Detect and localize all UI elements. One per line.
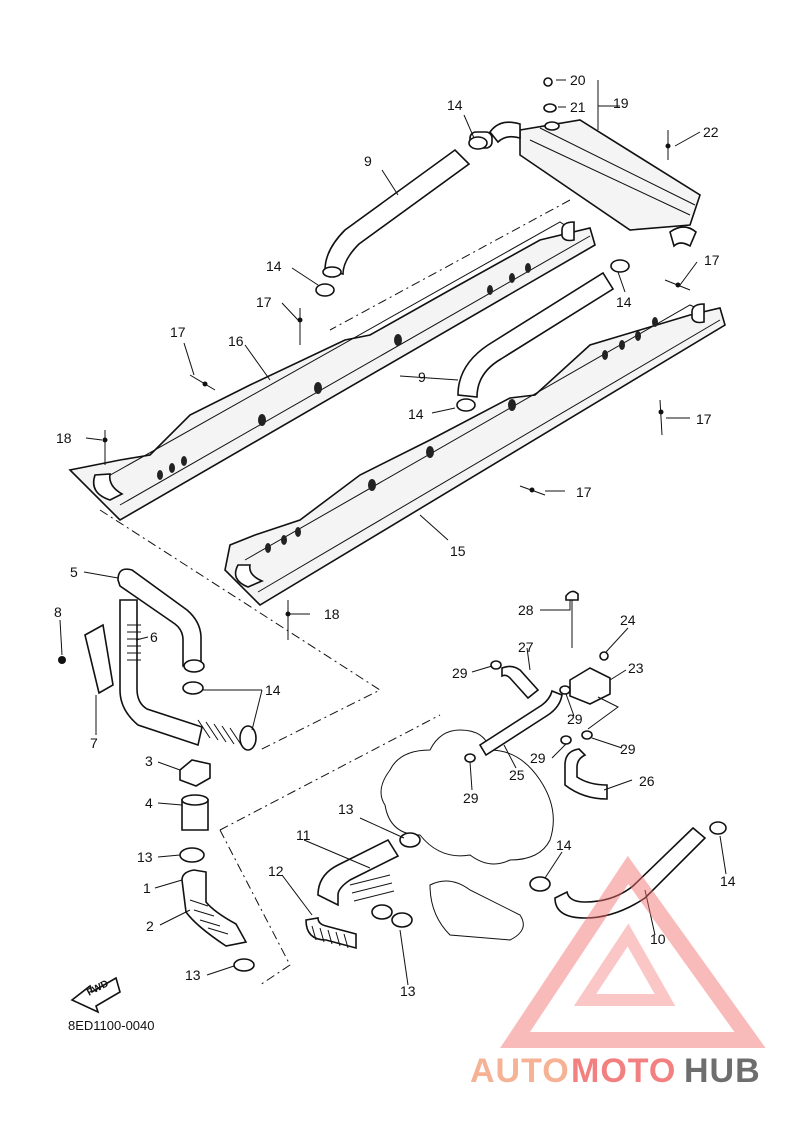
callout-23: 23 [628,660,644,676]
callout-4: 4 [145,795,153,811]
callout-6: 6 [150,629,158,645]
callout-5: 5 [70,564,78,580]
callout-11: 11 [296,827,311,843]
callout-29-a: 29 [452,665,468,681]
callout-7: 7 [90,735,98,751]
callout-13-a: 13 [338,801,354,817]
heat-exchanger-left [68,221,596,522]
callout-14-g: 14 [720,873,736,889]
heat-exchanger-right-holes [265,317,658,553]
callout-17-d: 17 [696,411,712,427]
callout-29-e: 29 [463,790,479,806]
watermark-moto: MOTO [571,1052,676,1090]
hose-clamps-13 [391,832,421,928]
callout-14-e: 14 [265,682,281,698]
callout-17-a: 17 [704,252,720,268]
radiator [469,119,701,248]
watermark-hub: HUB [684,1052,761,1090]
callout-28: 28 [518,602,534,618]
hose-clamps-upper [315,136,630,297]
callout-27: 27 [518,639,534,655]
callout-8: 8 [54,604,62,620]
callout-19: 19 [613,95,629,111]
hose-10 [529,821,727,919]
fwd-arrow: FWD [70,976,121,1014]
callout-17-c: 17 [170,324,186,340]
callout-29-d: 29 [530,750,546,766]
callout-21: 21 [570,99,586,115]
bracket-7 [58,623,114,695]
callout-2: 2 [146,918,154,934]
callout-14-c: 14 [616,294,632,310]
watermark-auto: AUTO [470,1052,570,1090]
callout-14-b: 14 [266,258,282,274]
drawing-code: 8ED1100-0040 [68,1018,155,1033]
callout-20: 20 [570,72,586,88]
callout-29-c: 29 [620,741,636,757]
callout-18-b: 18 [324,606,340,622]
callout-17-b: 17 [256,294,272,310]
callout-22: 22 [703,124,719,140]
guide-lines [99,199,571,986]
callout-13-c: 13 [185,967,201,983]
automotohub-watermark: AUTO MOTO HUB [470,855,766,1090]
callout-labels: 20 21 19 14 22 9 14 17 14 17 17 16 9 14 … [54,72,736,999]
callout-15: 15 [450,543,466,559]
hose-11 [317,838,400,920]
hose-1-2 [181,869,248,947]
callout-1: 1 [143,880,151,896]
callout-24: 24 [620,612,636,628]
engine-outline [380,729,554,941]
hose-upper-right [456,271,615,412]
callout-3: 3 [145,753,153,769]
callout-17-e: 17 [576,484,592,500]
hose-clamps-lower-left [179,681,255,972]
hose-upper-left [322,148,471,278]
callout-10: 10 [650,931,666,947]
joint-4 [181,794,209,831]
callout-14-a: 14 [447,97,463,113]
cap-3 [179,759,211,787]
callout-29-b: 29 [567,711,583,727]
callout-12: 12 [268,863,284,879]
heat-exchanger-left-holes [157,263,531,480]
callout-14-d: 14 [408,406,424,422]
callout-25: 25 [509,767,525,783]
hose-12 [305,917,357,950]
callout-16: 16 [228,333,244,349]
leader-lines [59,79,727,986]
callout-9-a: 9 [364,153,372,169]
callout-13-b: 13 [137,849,153,865]
hose-front-5 [117,568,205,673]
callout-9-b: 9 [418,369,426,385]
hose-6 [119,599,257,751]
rivets [102,77,691,640]
callout-13-d: 13 [400,983,416,999]
callout-18-a: 18 [56,430,72,446]
callout-14-f: 14 [556,837,572,853]
callout-26: 26 [639,773,655,789]
heat-exchanger-right [224,303,726,607]
thermostat-assembly [464,590,619,800]
